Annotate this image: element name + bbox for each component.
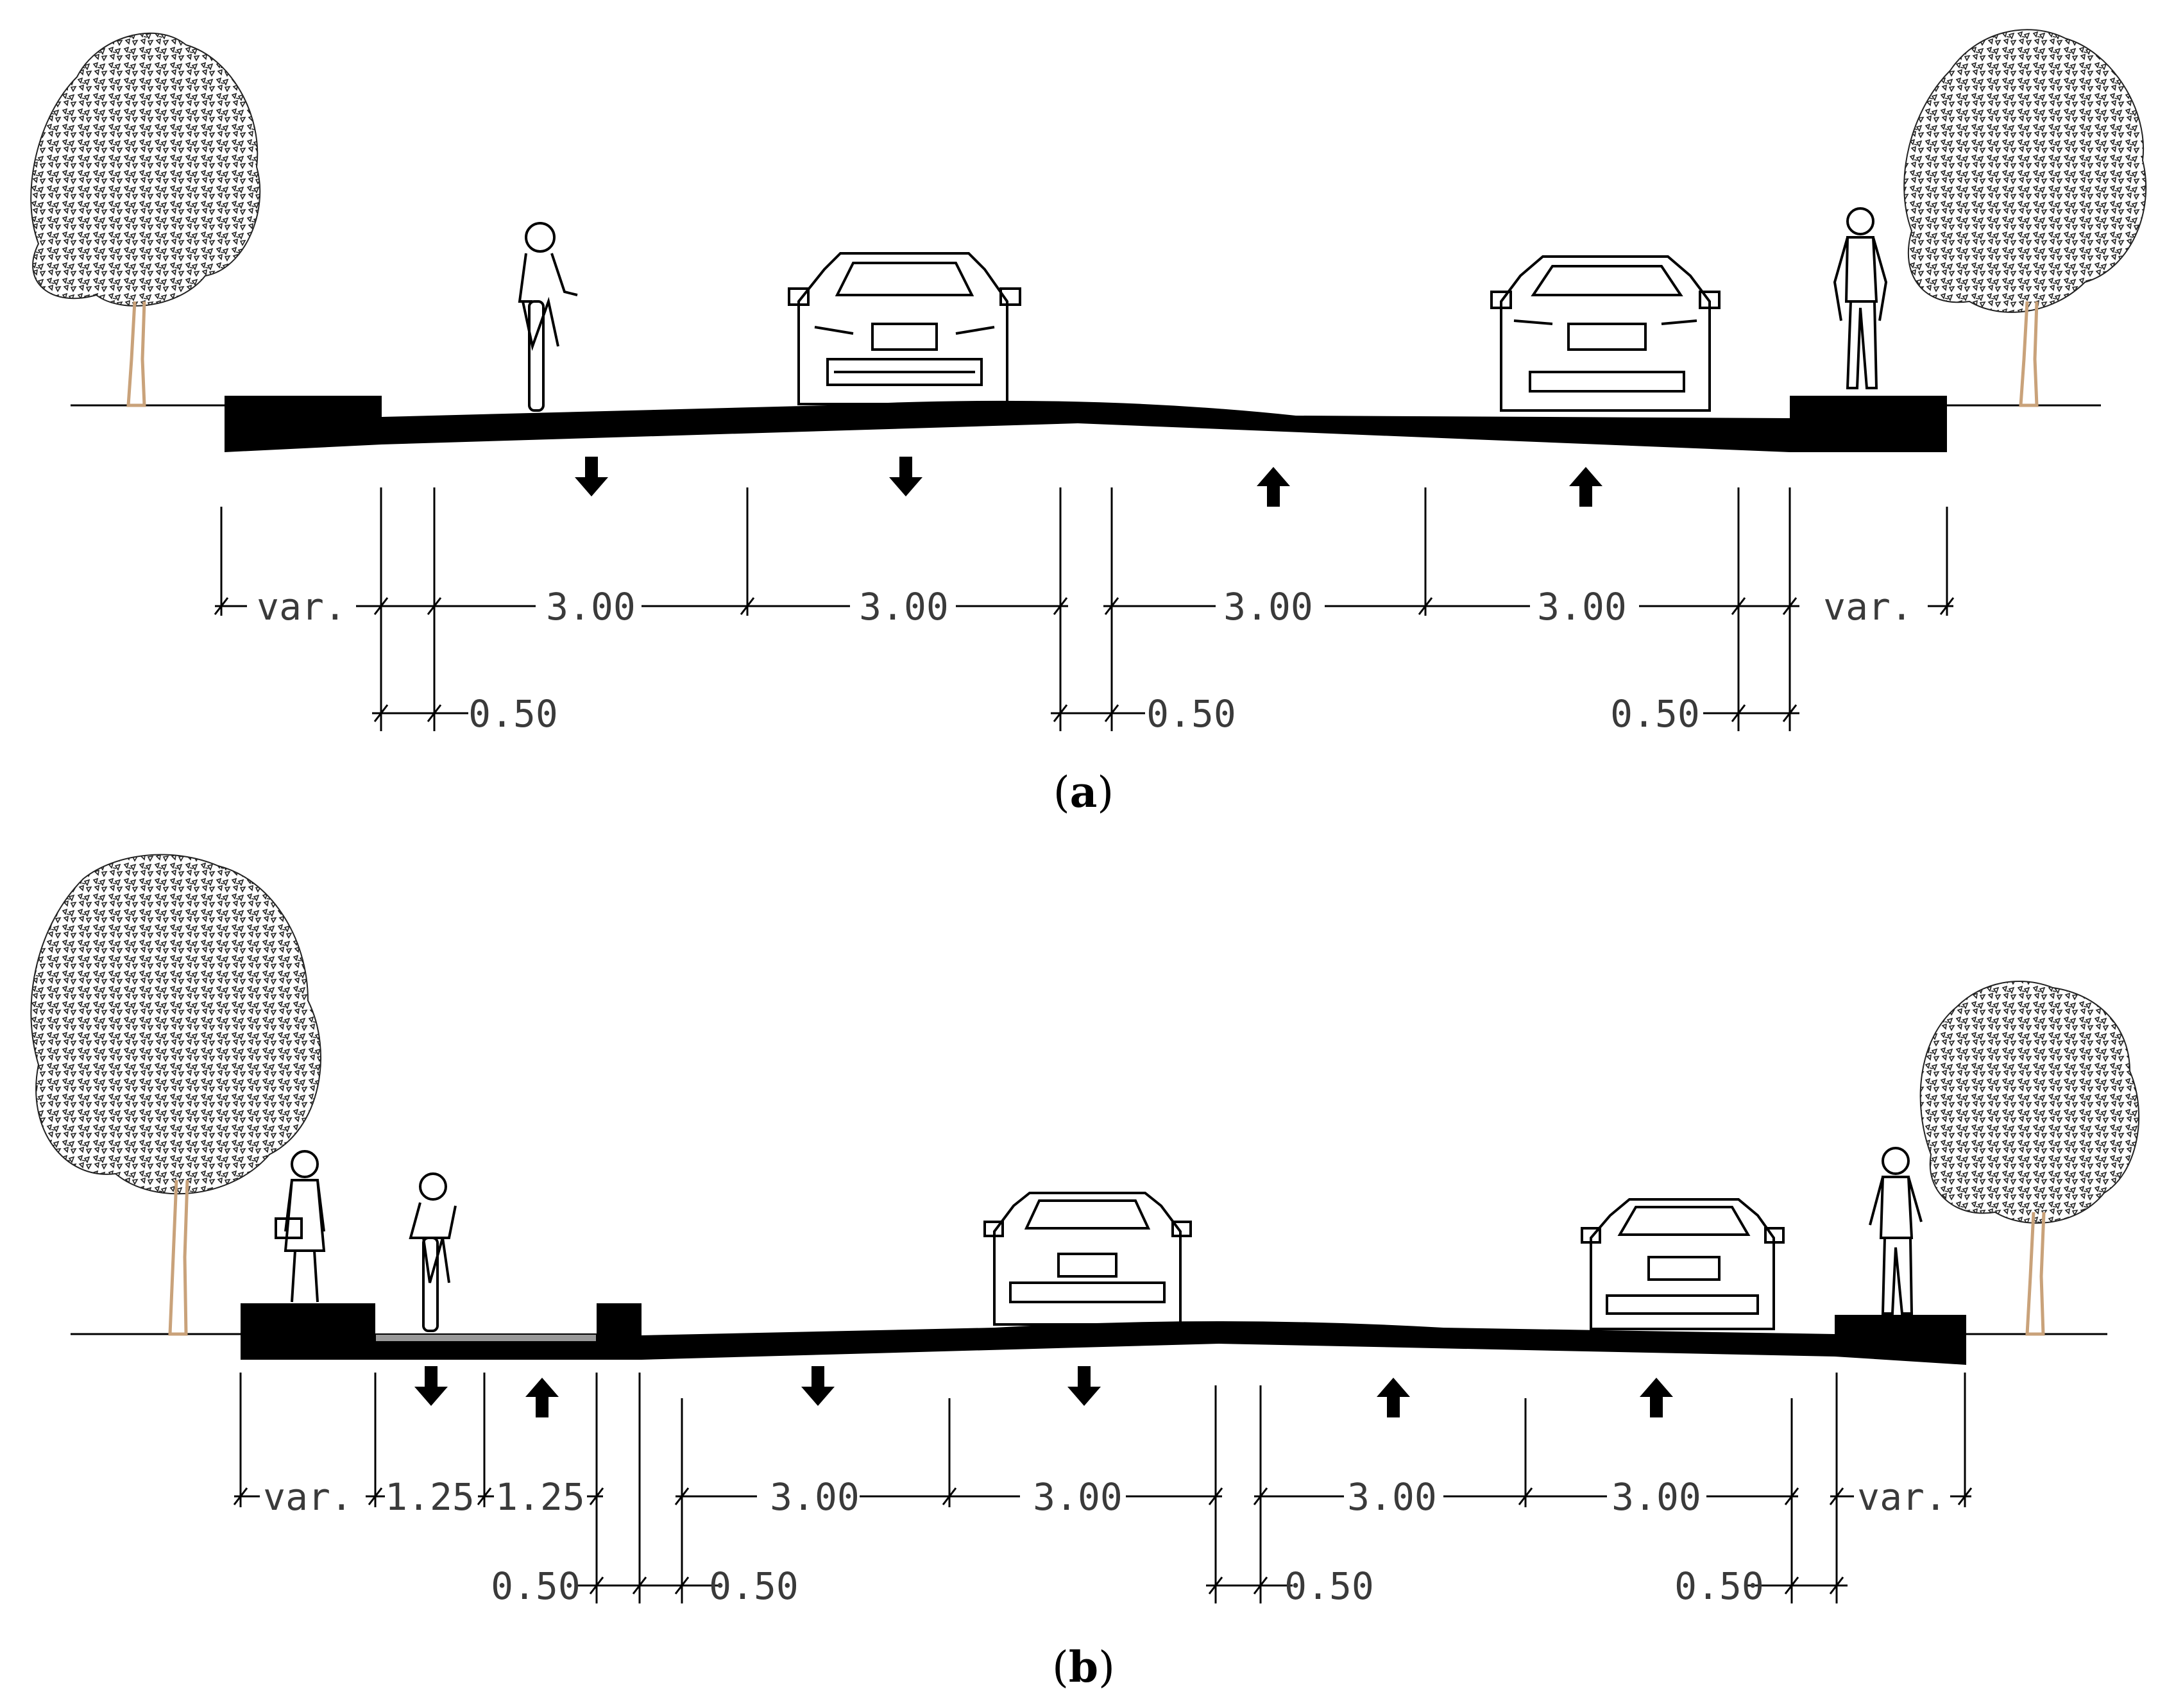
dim-label: 0.50 (1610, 692, 1700, 736)
dim-label: var. (1857, 1475, 1947, 1519)
pedestrian-left-b (275, 1150, 326, 1303)
arrow-up-icon (1257, 467, 1290, 507)
car-front-b (983, 1192, 1192, 1326)
panel-b: var. 1.25 1.25 3.00 3.00 3.00 3.00 var. … (30, 854, 2140, 1692)
tree-right-b (1919, 981, 2140, 1336)
arrow-up-icon (1569, 467, 1602, 507)
arrow-up-icon (525, 1378, 559, 1417)
tree-right-a (1903, 29, 2147, 407)
dim-label: 3.00 (1033, 1475, 1123, 1519)
arrow-down-icon (889, 457, 922, 496)
curb-b (597, 1303, 642, 1360)
bike-lane-base-b (375, 1342, 597, 1360)
dim-label: 0.50 (709, 1564, 799, 1608)
dim-label: var. (263, 1475, 353, 1519)
dim-label: var. (257, 585, 346, 629)
extension-lines-a (220, 487, 1948, 731)
pedestrian-a (1833, 207, 1888, 389)
cyclist-b (409, 1172, 457, 1332)
pedestrian-right-b (1869, 1147, 1923, 1315)
dim-label: 0.50 (1284, 1564, 1374, 1608)
arrow-down-icon (1067, 1366, 1101, 1406)
road-slab-b (642, 1315, 1966, 1365)
dim-label: 3.00 (1611, 1475, 1701, 1519)
dim-label: 3.00 (1223, 585, 1313, 629)
dim-label: 3.00 (1347, 1475, 1437, 1519)
tree-left-a (30, 32, 261, 407)
tree-left-b (30, 854, 321, 1336)
arrow-down-icon (414, 1366, 448, 1406)
dim-label: 3.00 (859, 585, 949, 629)
cyclist-a (518, 222, 578, 412)
arrow-down-icon (801, 1366, 835, 1406)
dim-label: 0.50 (491, 1564, 581, 1608)
dim-label: 0.50 (1674, 1564, 1764, 1608)
dim-label: 0.50 (468, 692, 558, 736)
caption-a: (a) (1053, 767, 1114, 817)
sidewalk-left-b (241, 1303, 375, 1360)
dim-label: var. (1823, 585, 1913, 629)
arrow-up-icon (1640, 1378, 1673, 1417)
dim-label: 1.25 (495, 1475, 585, 1519)
car-front-a (788, 252, 1021, 405)
dim-label: 3.00 (546, 585, 636, 629)
dim-label: 1.25 (385, 1475, 475, 1519)
dimension-line-top-b (233, 1487, 1973, 1505)
dimension-line-bottom-a (372, 704, 1799, 722)
road-slab-a (225, 396, 1947, 452)
dimension-line-bottom-b (577, 1577, 1848, 1594)
panel-a: var. 3.00 3.00 3.00 3.00 var. 0.50 0.50 … (30, 29, 2147, 817)
arrow-down-icon (575, 457, 608, 496)
extension-lines-b (239, 1373, 1966, 1603)
dim-label: 3.00 (770, 1475, 860, 1519)
car-rear-a (1490, 255, 1721, 412)
bike-lane-b (375, 1333, 597, 1342)
dim-label: 0.50 (1146, 692, 1236, 736)
dimension-line-top-a (214, 597, 1955, 615)
car-rear-b (1581, 1198, 1785, 1330)
arrow-up-icon (1377, 1378, 1410, 1417)
caption-b: (b) (1052, 1642, 1115, 1692)
dim-label: 3.00 (1537, 585, 1627, 629)
